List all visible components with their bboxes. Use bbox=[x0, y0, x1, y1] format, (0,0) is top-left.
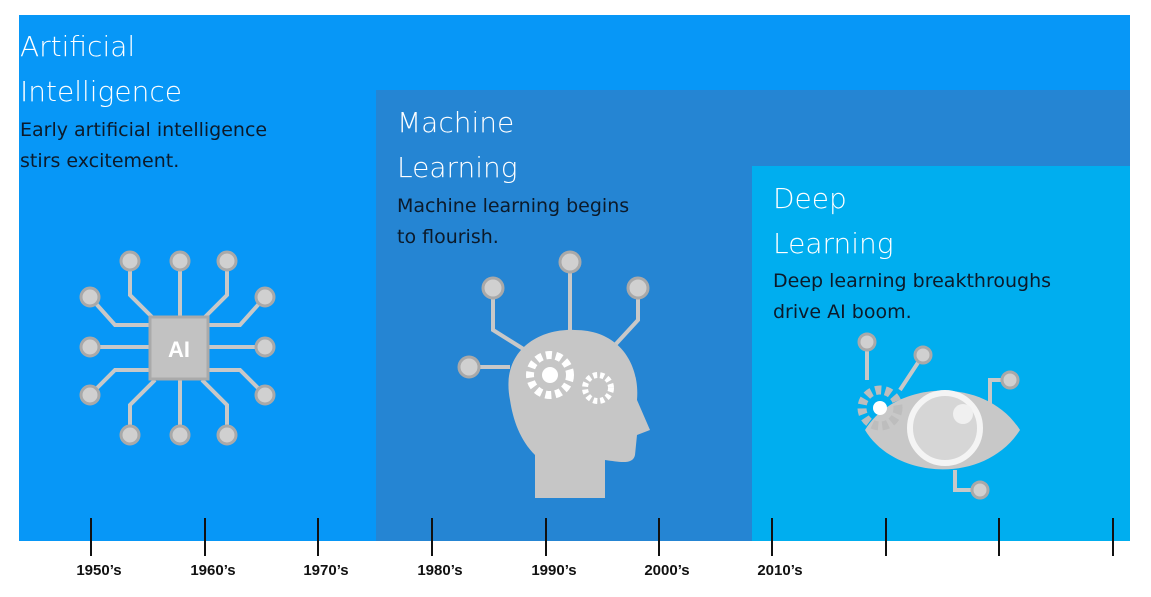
timeline-label: 1950’s bbox=[76, 562, 122, 579]
timeline-label: 2010’s bbox=[757, 562, 803, 579]
section-deep-learning bbox=[752, 166, 1130, 541]
timeline-tick bbox=[317, 518, 319, 556]
timeline-label: 1970’s bbox=[303, 562, 349, 579]
timeline-tick bbox=[1112, 518, 1114, 556]
timeline-tick bbox=[545, 518, 547, 556]
eye-gear-icon bbox=[857, 332, 1020, 500]
head-gears-icon bbox=[457, 250, 650, 498]
timeline-tick bbox=[885, 518, 887, 556]
timeline-label: 1960’s bbox=[190, 562, 236, 579]
timeline-label: 2000’s bbox=[644, 562, 690, 579]
timeline-tick bbox=[771, 518, 773, 556]
timeline-tick bbox=[90, 518, 92, 556]
timeline-label: 1990’s bbox=[531, 562, 577, 579]
ai-chip-icon: AI bbox=[79, 250, 276, 446]
timeline-tick bbox=[431, 518, 433, 556]
timeline-tick bbox=[658, 518, 660, 556]
timeline-tick bbox=[998, 518, 1000, 556]
timeline-label: 1980’s bbox=[417, 562, 463, 579]
timeline-tick bbox=[204, 518, 206, 556]
svg-text:AI: AI bbox=[168, 337, 190, 362]
